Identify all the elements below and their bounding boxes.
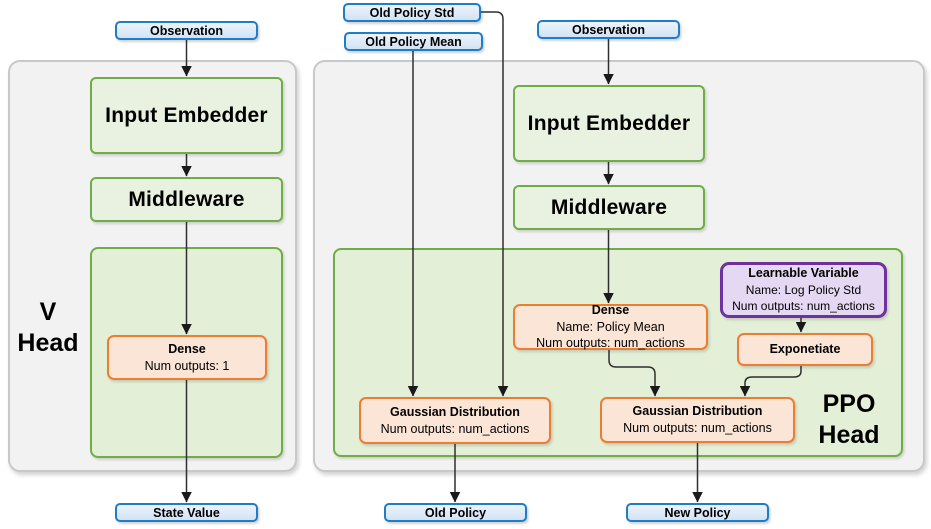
old-policy-std-label: Old Policy Std xyxy=(369,5,455,20)
observation-label: Observation xyxy=(150,23,223,38)
dense-outputs: Num outputs: 1 xyxy=(144,358,230,373)
output-node-state-value: State Value xyxy=(115,503,258,522)
v-head-title: V Head xyxy=(8,297,88,358)
output-node-new-policy: New Policy xyxy=(626,503,769,522)
output-node-old-policy: Old Policy xyxy=(384,503,527,522)
old-policy-mean-label: Old Policy Mean xyxy=(365,34,462,49)
v-head-title-line2: Head xyxy=(17,328,79,357)
learnable-variable-node: Learnable Variable Name: Log Policy Std … xyxy=(720,262,887,318)
gaussian-distribution-node-old: Gaussian Distribution Num outputs: num_a… xyxy=(359,397,551,444)
input-node-observation-ppo: Observation xyxy=(537,20,680,39)
input-embedder-node-v: Input Embedder xyxy=(90,77,283,154)
ppo-head-title-line2: Head xyxy=(818,420,880,449)
middleware-node-v: Middleware xyxy=(90,177,283,222)
ppo-head-title: PPO Head xyxy=(798,389,900,450)
state-value-label: State Value xyxy=(153,505,220,520)
old-policy-label: Old Policy xyxy=(424,505,487,520)
input-embedder-node-ppo: Input Embedder xyxy=(513,85,705,162)
input-node-old-policy-std: Old Policy Std xyxy=(343,3,481,22)
observation-label: Observation xyxy=(572,22,645,37)
dense-node-policy-mean: Dense Name: Policy Mean Num outputs: num… xyxy=(513,302,708,351)
learnable-variable-outputs: Num outputs: num_actions xyxy=(732,299,875,314)
new-policy-label: New Policy xyxy=(664,505,731,520)
gaussian-title: Gaussian Distribution xyxy=(632,404,763,419)
gaussian-distribution-node-new: Gaussian Distribution Num outputs: num_a… xyxy=(600,397,795,443)
middleware-node-ppo: Middleware xyxy=(513,185,705,230)
dense-outputs: Num outputs: num_actions xyxy=(536,336,685,351)
dense-name: Name: Policy Mean xyxy=(556,319,665,334)
gaussian-outputs: Num outputs: num_actions xyxy=(623,421,772,435)
gaussian-outputs: Num outputs: num_actions xyxy=(380,421,530,436)
middleware-label: Middleware xyxy=(128,187,245,211)
input-embedder-label: Input Embedder xyxy=(527,111,691,135)
v-head-title-line1: V xyxy=(39,298,57,326)
input-node-old-policy-mean: Old Policy Mean xyxy=(344,32,483,51)
dense-node-v: Dense Num outputs: 1 xyxy=(107,335,267,380)
learnable-variable-name: Name: Log Policy Std xyxy=(745,283,862,298)
gaussian-title: Gaussian Distribution xyxy=(390,404,520,419)
middleware-label: Middleware xyxy=(550,195,668,219)
dense-title: Dense xyxy=(168,341,206,356)
ppo-head-title-line1: PPO xyxy=(822,390,876,418)
exponetiate-label: Exponetiate xyxy=(769,342,841,357)
dense-title: Dense xyxy=(591,302,630,317)
learnable-variable-title: Learnable Variable xyxy=(748,266,859,281)
exponetiate-node: Exponetiate xyxy=(737,333,873,366)
input-embedder-label: Input Embedder xyxy=(105,103,268,127)
input-node-observation-v: Observation xyxy=(115,21,258,40)
